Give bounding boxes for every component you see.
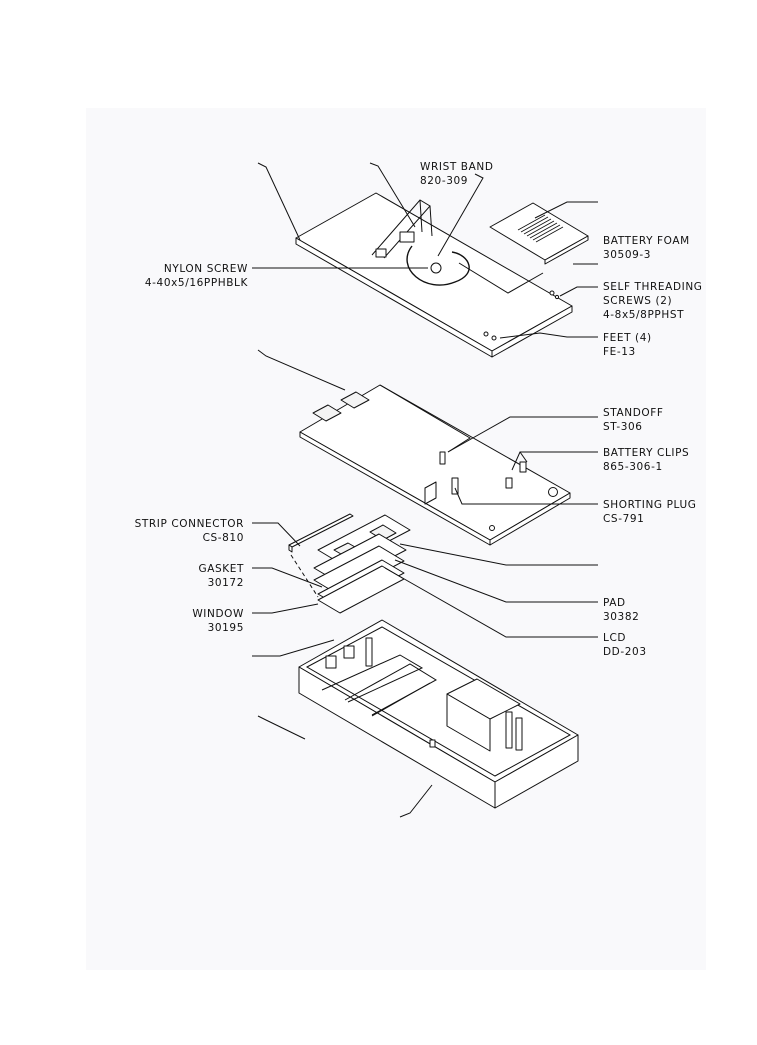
code-strip-connector: CS-810: [203, 532, 244, 544]
label-pad: PAD: [603, 597, 626, 609]
code-battery-foam: 30509-3: [603, 249, 651, 261]
battery-foam: [490, 203, 588, 264]
code-shorting-plug: CS-791: [603, 513, 644, 525]
code-self-threading: 4-8x5/8PPHST: [603, 309, 684, 321]
code-battery-clips: 865-306-1: [603, 461, 663, 473]
code-feet: FE-13: [603, 346, 636, 358]
label-window: WINDOW: [192, 608, 244, 620]
label-strip-connector: STRIP CONNECTOR: [135, 518, 244, 530]
code-wrist-band: 820-309: [420, 175, 468, 187]
front-case: [299, 620, 578, 808]
code-nylon-screw: 4-40x5/16PPHBLK: [145, 277, 249, 289]
code-gasket: 30172: [208, 577, 244, 589]
code-standoff: ST-306: [603, 421, 643, 433]
code-lcd: DD-203: [603, 646, 647, 658]
code-window: 30195: [208, 622, 244, 634]
label-nylon-screw: NYLON SCREW: [164, 263, 248, 275]
label-lcd: LCD: [603, 632, 626, 644]
screw-hole: [555, 295, 558, 298]
label-wrist-band: WRIST BAND: [420, 161, 494, 173]
battery-clip: [506, 478, 512, 488]
standoff: [440, 452, 445, 464]
label-self-threading: SELF THREADING: [603, 281, 703, 293]
label-standoff: STANDOFF: [603, 407, 664, 419]
label-battery-foam: BATTERY FOAM: [603, 235, 690, 247]
label-battery-clips: BATTERY CLIPS: [603, 447, 689, 459]
foot: [484, 332, 488, 336]
nylon-screw: [431, 263, 441, 273]
display-stack: [289, 514, 410, 613]
code-pad: 30382: [603, 611, 639, 623]
foot: [492, 336, 496, 340]
foot: [550, 291, 554, 295]
label-gasket: GASKET: [198, 563, 244, 575]
battery-clip: [520, 462, 526, 472]
label-feet: FEET (4): [603, 332, 652, 344]
label-shorting-plug: SHORTING PLUG: [603, 499, 696, 511]
label-screws-count: SCREWS (2): [603, 295, 672, 307]
